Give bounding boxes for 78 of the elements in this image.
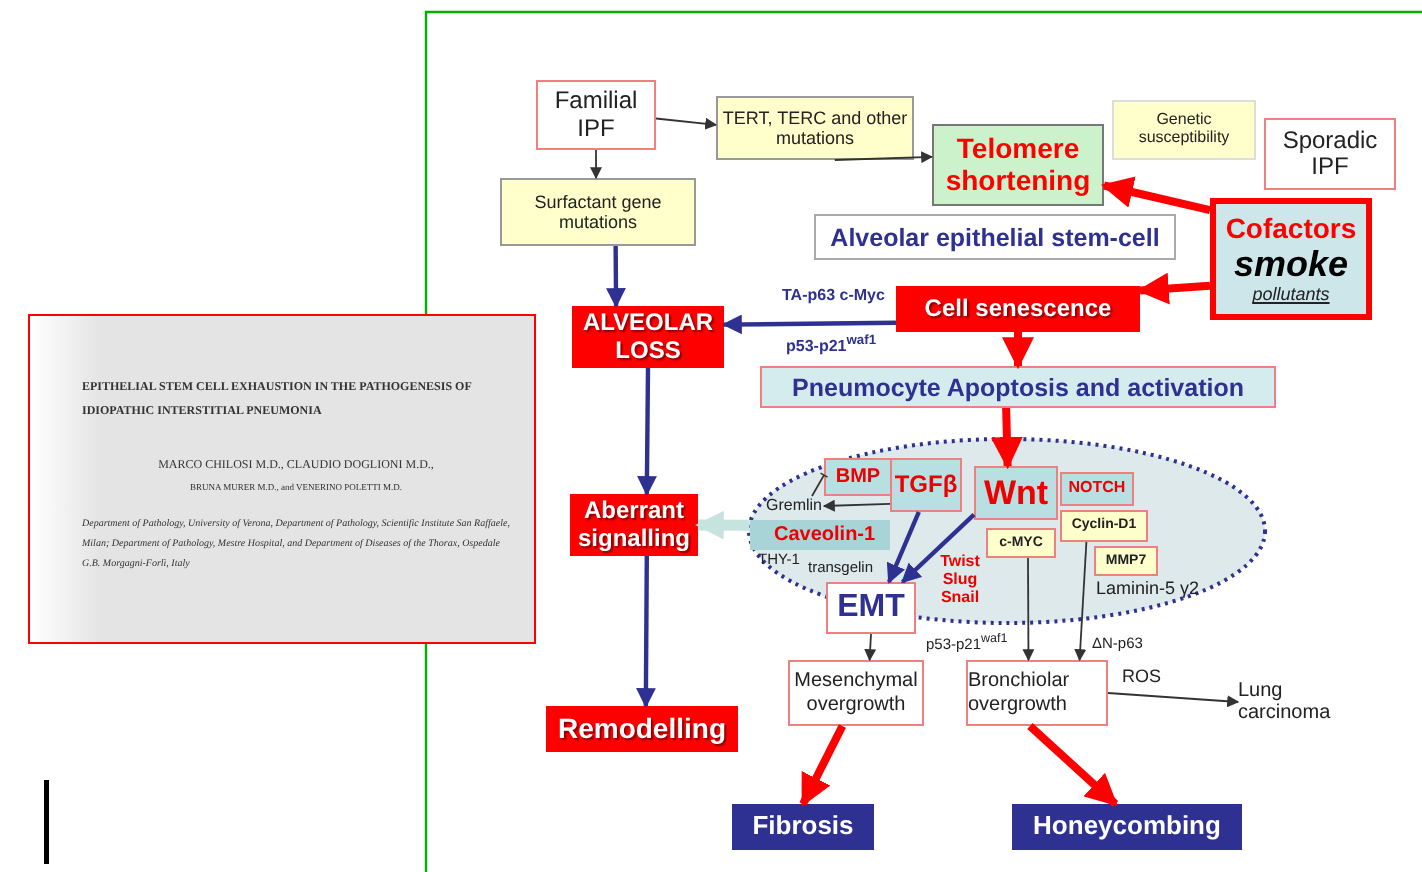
thick-arrow bbox=[799, 724, 846, 807]
factor-box bbox=[1112, 100, 1256, 160]
node-text: BMP bbox=[835, 465, 881, 489]
thick-arrow bbox=[990, 407, 1023, 470]
node-text: Cell senescence bbox=[924, 295, 1112, 323]
factor-box bbox=[716, 96, 914, 160]
node-text: Bronchiolar overgrowth bbox=[968, 670, 1072, 716]
cofactor-text: pollutants bbox=[1252, 284, 1330, 305]
process-box bbox=[760, 366, 1276, 408]
thick-arrow bbox=[1002, 332, 1034, 370]
process-box bbox=[896, 286, 1140, 332]
thick-arrow bbox=[1100, 176, 1211, 215]
arrow bbox=[1022, 557, 1035, 662]
arrow bbox=[655, 117, 718, 130]
arrow bbox=[833, 151, 934, 164]
node-text: TERT, TERC and other mutations bbox=[720, 107, 910, 149]
node-text: Wnt bbox=[983, 473, 1049, 513]
outcome-box bbox=[788, 660, 924, 726]
thick-arrow bbox=[695, 510, 750, 540]
signal-box bbox=[824, 458, 892, 496]
node-text: Surfactant gene mutations bbox=[532, 191, 664, 233]
cofactor-text: smoke bbox=[1233, 244, 1349, 285]
annotation-text: p53-p21$^{waf1}$ bbox=[786, 334, 877, 357]
outcome-box bbox=[546, 706, 738, 752]
node-text: Honeycombing bbox=[1033, 812, 1221, 842]
arrow bbox=[822, 499, 891, 512]
node-text: TGFβ bbox=[894, 471, 958, 499]
dotted-ellipse bbox=[746, 436, 1268, 626]
endpoint-box bbox=[1012, 804, 1242, 850]
node-text: Aberrant signalling bbox=[575, 498, 692, 552]
node-text: ALVEOLAR LOSS bbox=[580, 310, 716, 364]
gene-band bbox=[750, 520, 890, 550]
node-text: NOTCH bbox=[1068, 480, 1126, 498]
process-box bbox=[932, 124, 1104, 206]
cofactor-title: Cofactors bbox=[1225, 213, 1357, 245]
node-text: EMT bbox=[837, 590, 905, 626]
node-text: Telomere shortening bbox=[943, 133, 1093, 197]
gene-box bbox=[1060, 510, 1148, 542]
node-text: Lung carcinoma bbox=[1238, 679, 1333, 725]
gene-list: Twist Slug Snail bbox=[936, 554, 984, 607]
node-text: Fibrosis bbox=[752, 812, 854, 842]
node-text: Mesenchymal overgrowth bbox=[792, 670, 920, 716]
outcome-box bbox=[966, 660, 1108, 726]
gene-box bbox=[986, 528, 1056, 558]
arrow bbox=[636, 556, 656, 708]
source-box bbox=[1264, 118, 1396, 190]
node-text: Familial IPF bbox=[552, 88, 640, 142]
heading-box bbox=[814, 214, 1176, 260]
node-text: Genetic susceptibility bbox=[1136, 112, 1232, 148]
endpoint-box bbox=[732, 804, 874, 850]
arrow bbox=[1074, 541, 1088, 662]
arrow bbox=[590, 149, 602, 180]
signal-box bbox=[974, 466, 1058, 520]
arrow bbox=[886, 511, 921, 584]
arrow bbox=[722, 314, 897, 335]
node-text: Alveolar epithelial stem-cell bbox=[830, 223, 1160, 251]
arrow bbox=[606, 246, 626, 308]
arrow bbox=[1107, 692, 1240, 708]
gene-box bbox=[1094, 546, 1158, 576]
node-text: Caveolin-1 bbox=[774, 523, 876, 547]
source-box bbox=[536, 80, 656, 150]
edge-label: TA-p63 c-Myc bbox=[780, 286, 887, 304]
factor-box bbox=[500, 178, 696, 246]
signal-box bbox=[890, 458, 962, 512]
annotation-text: Laminin-5 γ2 bbox=[1096, 580, 1200, 600]
cofactor-box bbox=[1210, 198, 1372, 320]
thick-arrow bbox=[1136, 272, 1211, 305]
node-text: Gremlin bbox=[765, 497, 822, 515]
thick-arrow bbox=[1027, 723, 1119, 807]
paper-page bbox=[28, 314, 536, 644]
arrow bbox=[864, 633, 877, 662]
node-text: Remodelling bbox=[557, 713, 726, 745]
process-box bbox=[826, 582, 916, 634]
node-text: Sporadic IPF bbox=[1280, 127, 1380, 181]
arrow bbox=[637, 367, 657, 496]
node-text: Pneumocyte Apoptosis and activation bbox=[792, 373, 1244, 401]
signal-box bbox=[1060, 472, 1134, 506]
edge-label: ROS bbox=[1120, 666, 1164, 686]
